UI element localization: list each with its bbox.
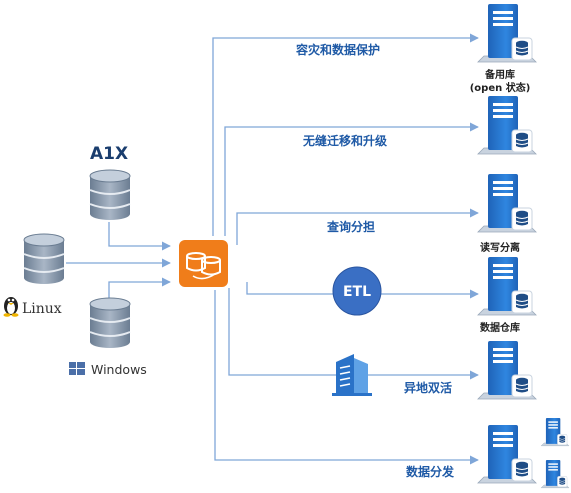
connector-hub-to-active	[228, 288, 479, 380]
target-label-standby: 备用库	[484, 68, 515, 81]
connector-hub-to-query	[236, 208, 479, 245]
route-label-dr: 容灾和数据保护	[295, 42, 380, 57]
source-linux: Linux	[3, 233, 65, 317]
target-label-warehouse: 数据仓库	[480, 321, 520, 334]
server-migration	[477, 96, 537, 155]
connector-lines	[66, 33, 479, 465]
database-icon	[89, 169, 131, 220]
server-rw-split	[477, 174, 537, 233]
server-warehouse	[477, 257, 537, 316]
windows-label: Windows	[91, 362, 147, 377]
server-distribution-small-1	[540, 418, 570, 447]
route-label-migration: 无缝迁移和升级	[302, 133, 387, 148]
database-badge-icon	[511, 290, 533, 314]
connector-hub-to-migration	[224, 122, 479, 236]
connector-aix-to-hub	[108, 222, 171, 251]
database-icon	[89, 297, 131, 348]
sync-database-icon	[179, 240, 228, 287]
target-label-standby-state: (open 状态)	[470, 81, 531, 94]
route-label-distribution: 数据分发	[406, 464, 455, 479]
route-label-query: 查询分担	[326, 219, 375, 234]
database-badge-icon	[511, 458, 533, 482]
server-active	[477, 341, 537, 400]
database-badge-icon	[511, 374, 533, 398]
linux-label: Linux	[22, 301, 62, 317]
database-badge-icon	[557, 476, 568, 488]
database-icon	[23, 233, 65, 284]
tux-icon	[3, 297, 19, 317]
target-label-rw-split: 读写分离	[480, 241, 520, 254]
database-badge-icon	[511, 207, 533, 231]
source-windows: Windows	[69, 297, 147, 377]
server-distribution-small-2	[540, 460, 570, 489]
aix-logo: A1X	[90, 144, 128, 164]
etl-node: ETL	[332, 266, 382, 316]
route-label-active: 异地双活	[404, 380, 452, 395]
windows-logo-icon	[69, 362, 85, 375]
svg-text:ETL: ETL	[343, 284, 371, 300]
connector-hub-to-warehouse	[246, 282, 479, 299]
server-distribution	[477, 425, 537, 484]
connector-hub-to-distribution	[214, 290, 479, 465]
target-servers	[477, 4, 570, 489]
building-icon	[332, 354, 372, 396]
server-standby	[477, 4, 537, 63]
database-badge-icon	[557, 434, 568, 446]
connector-hub-to-dr	[212, 33, 479, 236]
source-aix: A1X	[89, 144, 131, 220]
database-badge-icon	[511, 37, 533, 61]
database-badge-icon	[511, 129, 533, 153]
